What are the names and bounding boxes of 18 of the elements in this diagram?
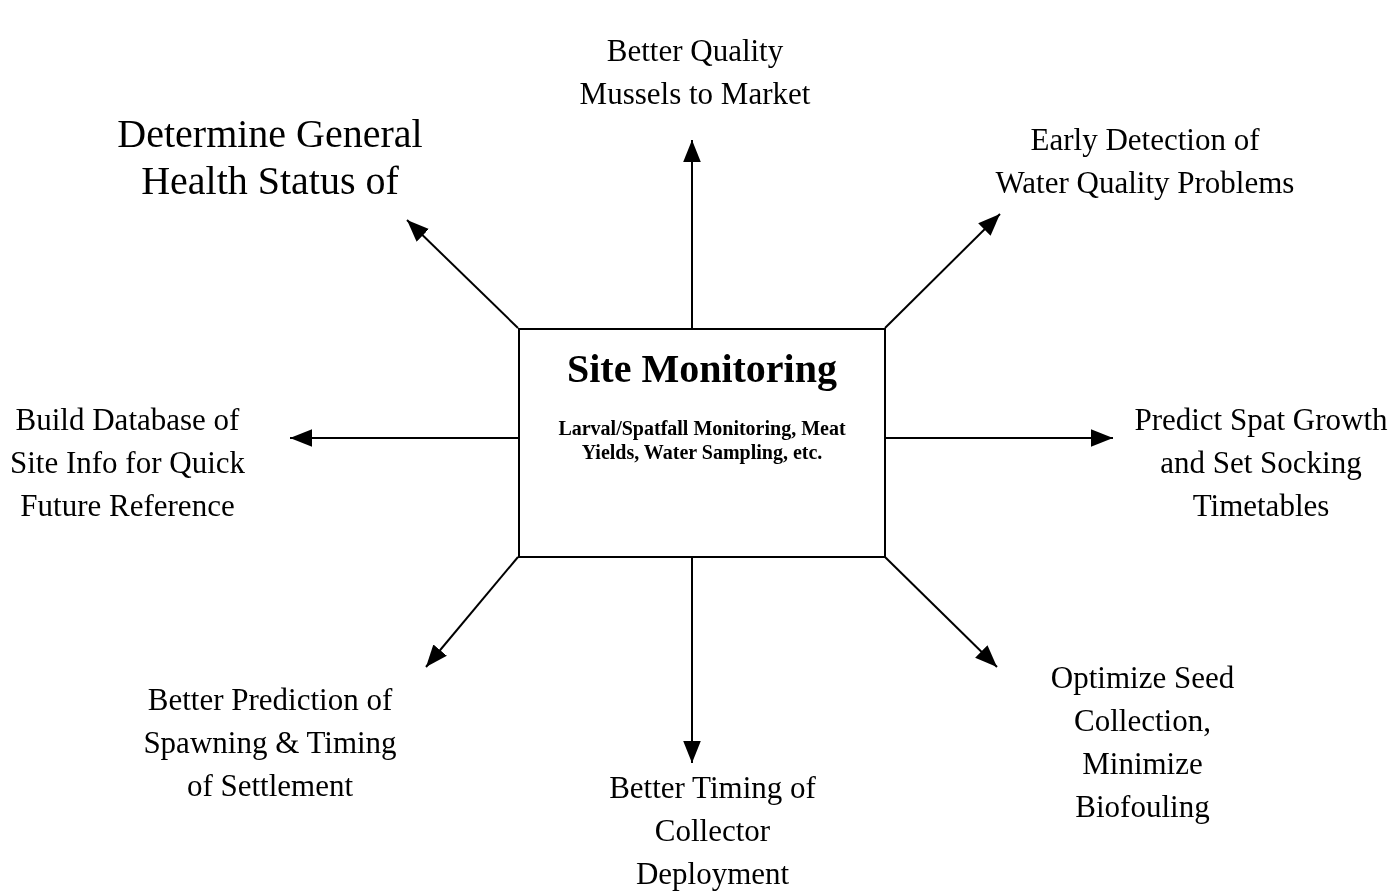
outcome-text: Build Database of Site Info for Quick Future Reference xyxy=(5,376,250,548)
arrow xyxy=(884,213,1001,329)
box-title: Site Monitoring xyxy=(567,345,837,393)
process-box xyxy=(518,328,886,558)
arrow xyxy=(406,219,519,329)
outcome-text: Determine General Health Status of xyxy=(110,82,430,232)
outcome-text: Better Timing of Collector Deployment xyxy=(595,766,830,894)
outcome-text: Optimize Seed Collection, Minimize Biofouling xyxy=(1020,656,1265,828)
outcome-text: Better Prediction of Spawning & Timing of Settlement xyxy=(135,656,405,828)
arrow xyxy=(425,556,519,668)
outcome-text: Early Detection of Water Quality Problems xyxy=(995,98,1295,224)
box-description: Larval/Spatfall Monitoring, Meat Yields, Water Sampling, etc. xyxy=(557,416,847,464)
outcome-text: Better Quality Mussels to Market xyxy=(575,6,815,138)
arrow xyxy=(884,556,998,668)
arrow xyxy=(683,139,701,329)
outcome-text: Predict Spat Growth and Set Socking Timetables xyxy=(1130,376,1392,548)
arrow xyxy=(683,556,701,764)
arrow xyxy=(289,429,519,447)
